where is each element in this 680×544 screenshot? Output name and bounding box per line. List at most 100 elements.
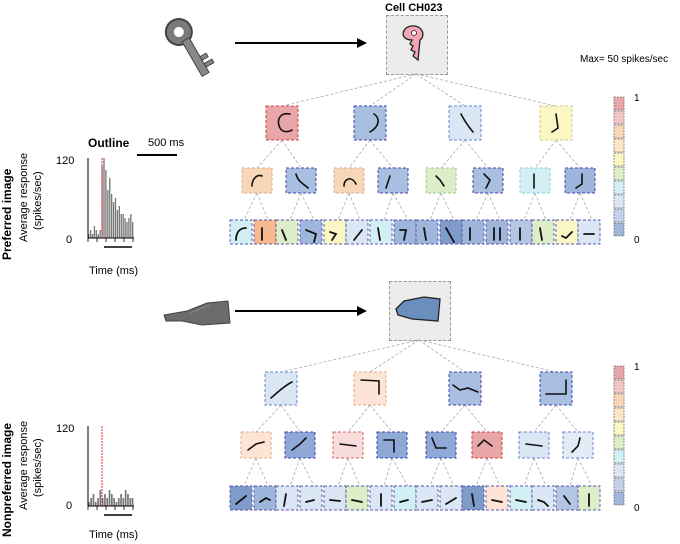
psth-bar	[111, 194, 113, 238]
psth-bar	[124, 490, 127, 506]
preferred-leaf-shape	[281, 229, 287, 241]
colorbar-swatch	[613, 407, 625, 422]
nonpreferred-leaf-box	[229, 485, 253, 511]
nonpreferred-leaf-box	[393, 485, 417, 511]
nonpreferred-psth	[87, 426, 134, 516]
nonpreferred-ytick-bottom: 0	[66, 500, 73, 512]
nonpreferred-leaf-shape	[445, 497, 457, 505]
nonpreferred-leaf-shape	[563, 495, 571, 505]
colorbar-swatch	[613, 393, 625, 408]
psth-bar	[99, 490, 102, 506]
nonpreferred-leaf-shape	[351, 499, 363, 503]
psth-bar	[93, 226, 96, 238]
preferred-leaf-shape	[399, 229, 408, 241]
psth-bar	[118, 206, 120, 238]
psth-bar	[90, 498, 92, 506]
preferred-leaf-shape	[445, 227, 455, 243]
preferred-leaf-box	[461, 219, 485, 245]
colorbar-swatch	[613, 194, 625, 209]
psth-bar	[115, 502, 118, 506]
scalebar-label: 500 ms	[148, 137, 185, 149]
psth-bar	[104, 494, 106, 506]
outline-label: Outline	[88, 136, 130, 150]
nonpreferred-ytick-top: 120	[56, 423, 75, 435]
psth-bar	[130, 214, 132, 238]
colorbar-swatch	[613, 477, 625, 492]
psth-bar	[107, 190, 109, 238]
colorbar-swatch	[613, 222, 625, 237]
cell-label: Cell CH023	[385, 2, 443, 14]
nonpreferred-leaf-box	[485, 485, 509, 511]
psth-bar	[116, 210, 119, 238]
psth-bar	[122, 214, 124, 238]
nonpreferred-leaf-box	[299, 485, 323, 511]
preferred-leaf-box	[275, 219, 299, 245]
nonpreferred-leaf-shape	[515, 499, 527, 503]
colorbar-preferred-bottom: 0	[634, 235, 640, 246]
colorbar-swatch	[613, 491, 625, 506]
arrow-nonpreferred	[235, 306, 367, 316]
colorbar-swatch	[613, 421, 625, 436]
nonpreferred-xlabel: Time (ms)	[89, 529, 139, 541]
preferred-leaf-box	[345, 219, 369, 245]
psth-bar	[122, 498, 125, 506]
psth-bar	[101, 498, 104, 506]
psth-bar	[131, 498, 134, 506]
preferred-side-label: Preferred image	[0, 168, 14, 260]
preferred-ytick-top: 120	[56, 155, 75, 167]
preferred-leaf-box	[439, 219, 463, 245]
nonpreferred-ylabel-2: (spikes/sec)	[32, 438, 44, 497]
nonpreferred-leaf-box	[275, 485, 299, 511]
scalebar	[137, 154, 177, 156]
hand-photo	[163, 300, 231, 326]
psth-bar	[88, 502, 90, 506]
preferred-ytick-bottom: 0	[66, 234, 73, 246]
colorbar-nonpreferred	[613, 365, 625, 506]
psth-bar	[89, 230, 92, 238]
psth-bar	[92, 494, 95, 506]
preferred-leaf-box	[229, 219, 253, 245]
psth-bar	[117, 498, 120, 506]
preferred-xlabel: Time (ms)	[89, 265, 139, 277]
hand-outline-icon	[395, 296, 441, 322]
preferred-leaf-shape	[423, 227, 427, 241]
colorbar-swatch	[613, 463, 625, 478]
psth-bar	[95, 230, 97, 238]
colorbar-swatch	[613, 138, 625, 153]
nonpreferred-leaf-box	[531, 485, 555, 511]
nonpreferred-side-label: Nonpreferred image	[0, 422, 14, 537]
colorbar-preferred-top: 1	[634, 93, 640, 104]
preferred-leaf-shape	[353, 229, 363, 241]
colorbar-nonpreferred-bottom: 0	[634, 503, 640, 514]
psth-bar	[106, 498, 109, 506]
nonpreferred-leaf-box	[415, 485, 439, 511]
preferred-leaf-box	[253, 219, 277, 245]
nonpreferred-leaf-shape	[471, 493, 475, 507]
psth-bar	[114, 198, 117, 238]
preferred-leaf-shape	[561, 231, 573, 240]
preferred-leaf-box	[531, 219, 555, 245]
nonpreferred-leaf-shape	[329, 499, 341, 502]
psth-bar	[112, 202, 115, 238]
psth-bar	[113, 498, 115, 506]
nonpreferred-leaf-shape	[259, 496, 271, 503]
nonpreferred-leaf-box	[345, 485, 369, 511]
max-label: Max= 50 spikes/sec	[580, 54, 669, 65]
preferred-leaf-box	[577, 219, 601, 245]
preferred-leaf-shape	[539, 227, 543, 241]
preferred-leaf-box	[369, 219, 393, 245]
preferred-leaf-shape	[235, 227, 247, 241]
colorbar-swatch	[613, 124, 625, 139]
preferred-leaf-shape	[493, 227, 501, 241]
preferred-leaf-shape	[329, 231, 338, 241]
psth-bar	[124, 218, 126, 238]
nonpreferred-leaf-shape	[421, 499, 433, 503]
nonpreferred-leaf-shape	[283, 493, 287, 507]
nonpreferred-leaf-shape	[491, 499, 503, 503]
preferred-ylabel-1: Average response	[18, 152, 30, 242]
nonpreferred-leaf-box	[323, 485, 347, 511]
preferred-leaf-shape	[377, 227, 381, 241]
preferred-ylabel-2: (spikes/sec)	[32, 171, 44, 230]
